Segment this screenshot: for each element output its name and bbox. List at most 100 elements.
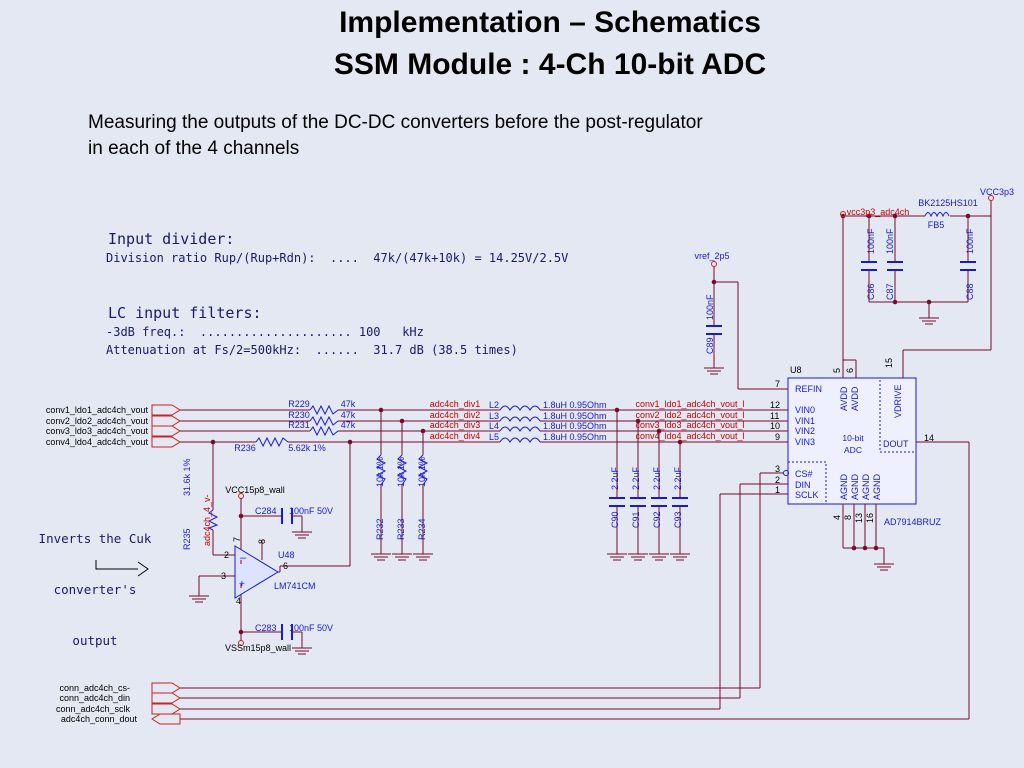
adc-pin16: 16 (865, 513, 875, 523)
intro-line1: Measuring the outputs of the DC-DC conve… (88, 112, 703, 133)
net-vref: vref_2p5 (694, 251, 729, 261)
junction-dots-inputs (210, 407, 683, 635)
l5-value: 1.8uH 0.95Ohm (543, 432, 607, 442)
r235-value: 31.6k 1% (182, 458, 192, 496)
ferrite-ref: FB5 (928, 220, 945, 230)
r233-ref: R233 (396, 518, 406, 540)
ground-symbol (918, 311, 940, 325)
r235-ref: R235 (182, 528, 192, 550)
power-wiring (713, 200, 992, 390)
opamp-pin7: 7 (232, 537, 242, 542)
resistor-icons (207, 404, 429, 531)
l4-ref: L4 (489, 421, 499, 431)
c283-ref: C283 (255, 623, 277, 633)
r234-value: 10k 1% (417, 457, 427, 487)
net-inv: adc4ch_4_v- (202, 494, 212, 546)
r229-value: 47k (341, 399, 356, 409)
r233-value: 10k 1% (396, 457, 406, 487)
active-low-bubble-icon (783, 470, 789, 476)
r230-ref: R230 (288, 410, 310, 420)
r232-value: 10k 1% (375, 457, 385, 487)
net-vout4: conv4_ldo4_adc4ch_vout_l (635, 431, 744, 441)
inductor-leads (495, 409, 500, 443)
c90-value: 2.2uF (610, 466, 620, 490)
net-vout3: conv3_ldo3_adc4ch_vout_l (635, 420, 744, 430)
adc-cs: CS# (795, 469, 813, 479)
ground-symbol (703, 361, 725, 375)
adc-vdrive-block (879, 377, 917, 453)
adc-vdrive: VDRIVE (893, 384, 903, 418)
arrow-icon (95, 560, 149, 577)
c283-value: 100nF 50V (289, 623, 333, 633)
conn-sclk: conn_adc4ch_sclk (56, 704, 131, 714)
adc-pin12: 12 (770, 400, 780, 410)
adc-sclk: SCLK (795, 490, 819, 500)
adc-desc1: 10-bit (842, 433, 864, 443)
conn-dout: adc4ch_conn_dout (61, 714, 138, 724)
junction-dots-adc (851, 545, 879, 551)
decoupling-capacitor-icons (281, 508, 293, 640)
conn-din: conn_adc4ch_din (59, 693, 130, 703)
net-div4: adc4ch_div4 (430, 431, 481, 441)
adc-agnd-3: AGND (861, 473, 871, 500)
slide-title-line2: SSM Module : 4-Ch 10-bit ADC (333, 48, 767, 81)
filter-capacitor-icons (609, 497, 688, 507)
c87-ref: C87 (885, 283, 895, 300)
note-lc-title: LC input filters: (108, 304, 262, 322)
r229-ref: R229 (288, 399, 310, 409)
net-vout1: conv1_ldo1_adc4ch_vout_l (635, 399, 744, 409)
net-div1: adc4ch_div1 (430, 399, 481, 409)
adc-part: AD7914BRUZ (884, 517, 942, 527)
ground-symbol (669, 547, 691, 561)
adc-refin: REFIN (795, 384, 822, 394)
r231-ref: R231 (288, 420, 310, 430)
ground-symbol (370, 547, 392, 561)
opamp-pin8: 8 (257, 539, 267, 544)
adc-vin2: VIN2 (795, 426, 815, 436)
c86-ref: C86 (866, 283, 876, 300)
note-inverts-line2: converter's (53, 582, 137, 597)
slide-title-line1: Implementation – Schematics (339, 6, 761, 39)
net-vcc15: VCC15p8_wall (225, 485, 285, 495)
l2-ref: L2 (489, 400, 499, 410)
opamp-pin4: 4 (236, 596, 241, 606)
adc-din: DIN (795, 480, 811, 490)
adc-ref: U8 (790, 365, 802, 375)
c284-ref: C284 (255, 506, 277, 516)
opamp-part: LM741CM (274, 581, 316, 591)
adc-pin10: 10 (770, 421, 780, 431)
power-port-icons (238, 195, 994, 646)
note-inverts-line1: Inverts the Cuk (38, 531, 152, 546)
ground-symbol (391, 547, 413, 561)
conn-cs: conn_adc4ch_cs- (59, 683, 130, 693)
opamp-plus-icon: + (239, 579, 245, 590)
r232-ref: R232 (375, 518, 385, 540)
adc-pin4: 4 (832, 515, 842, 520)
adc-pin8: 8 (843, 515, 853, 520)
inductor-icons (499, 405, 541, 443)
c86-value: 100nF (866, 228, 876, 254)
adc-pin13: 13 (854, 513, 864, 523)
net-vss15: VSSm15p8_wall (225, 643, 291, 653)
input-net-3: conv3_ldo3_adc4ch_vout (46, 426, 149, 436)
ground-symbol (291, 641, 313, 655)
note-inverts: Inverts the Cuk converter's output (20, 496, 170, 666)
opamp-pin-leads (240, 560, 242, 588)
adc-u8-body (787, 377, 917, 505)
adc-vin1: VIN1 (795, 416, 815, 426)
c88-ref: C88 (965, 283, 975, 300)
adc-avdd-2: AVDD (850, 386, 860, 411)
ground-symbol (606, 547, 628, 561)
ground-symbol (648, 547, 670, 561)
note-input-divider-line: Division ratio Rup/(Rup+Rdn): .... 47k/(… (106, 251, 569, 265)
c92-value: 2.2uF (652, 466, 662, 490)
l5-ref: L5 (489, 432, 499, 442)
note-inverts-line3: output (72, 633, 118, 648)
opamp-pin2: 2 (224, 550, 229, 560)
c93-ref: C93 (673, 511, 683, 528)
c89-value: 100nF (705, 294, 715, 320)
adc-wiring (180, 441, 970, 720)
r230-value: 47k (341, 410, 356, 420)
net-vout2: conv2_ldo2_adc4ch_vout_l (635, 410, 744, 420)
